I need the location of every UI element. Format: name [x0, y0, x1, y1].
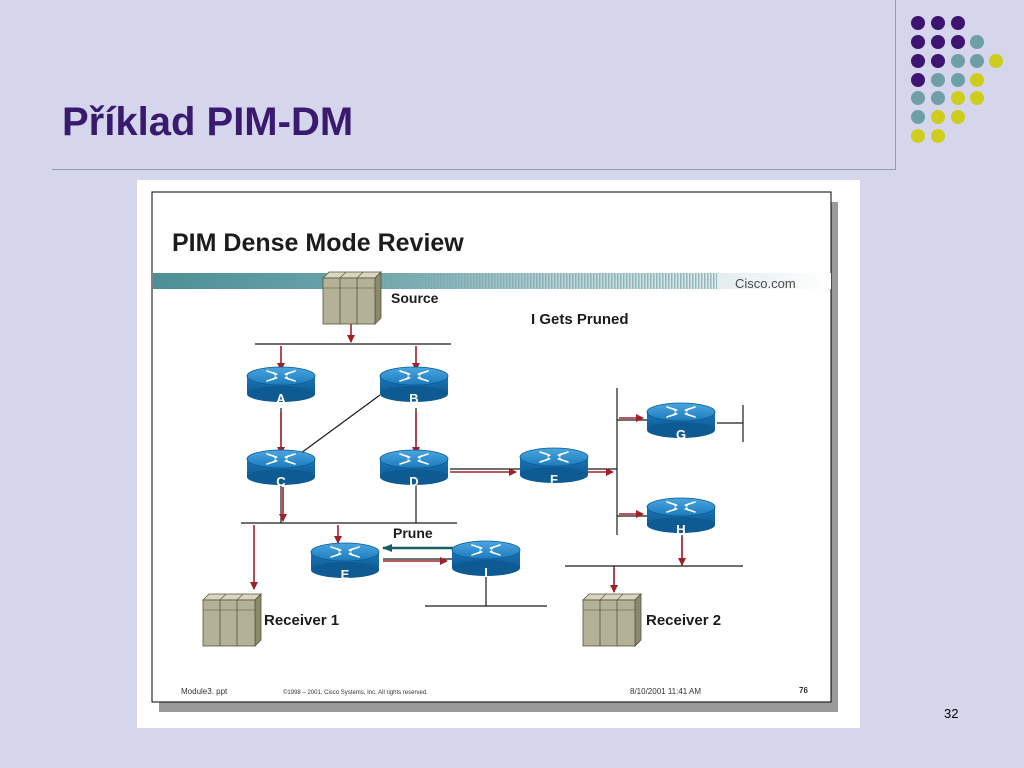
router-c-label: C	[276, 474, 286, 489]
multicast-flow-arrows	[250, 321, 686, 593]
header-band-stripes	[382, 273, 717, 289]
router-g-label: G	[676, 427, 686, 442]
page-number: 32	[944, 706, 959, 721]
router-h-label: H	[676, 522, 685, 537]
router-d-label: D	[409, 474, 418, 489]
router-h-icon: H	[646, 497, 716, 537]
dots-yellow	[911, 54, 1003, 143]
prune-label: Prune	[393, 525, 433, 541]
i-gets-pruned-annotation: I Gets Pruned	[531, 311, 629, 328]
router-e-icon: E	[310, 542, 380, 582]
corner-vertical-rule	[895, 0, 896, 170]
receiver1-label: Receiver 1	[264, 612, 339, 629]
link-b-c	[296, 394, 381, 457]
router-e-label: E	[341, 567, 350, 582]
router-f-icon: F	[519, 447, 589, 487]
router-a-icon: A	[246, 366, 316, 406]
title-underline	[52, 169, 896, 170]
router-b-label: B	[409, 391, 418, 406]
receiver2-host-icon	[582, 593, 642, 647]
dots-purple	[911, 16, 965, 87]
router-g-icon: G	[646, 402, 716, 442]
dots-teal	[911, 35, 984, 124]
diagram-canvas: PIM Dense Mode Review Cisco.com	[151, 191, 838, 712]
decorative-dot-pattern	[911, 16, 1003, 143]
source-host-icon	[322, 271, 382, 325]
figure-title: PIM Dense Mode Review	[172, 229, 464, 257]
router-b-icon: B	[379, 366, 449, 406]
figure-footer-file: Module3. ppt	[181, 687, 228, 696]
receiver2-label: Receiver 2	[646, 612, 721, 629]
figure-footer-date: 8/10/2001 11:41 AM	[630, 687, 701, 696]
router-a-label: A	[276, 391, 286, 406]
cisco-brand: Cisco.com	[735, 276, 796, 291]
slide-title: Příklad PIM-DM	[62, 100, 354, 144]
router-c-icon: C	[246, 449, 316, 489]
source-label: Source	[391, 290, 439, 306]
receiver1-host-icon	[202, 593, 262, 647]
router-i-icon: I	[451, 540, 521, 580]
figure-footer-copyright: ©1998 – 2001, Cisco Systems, Inc. All ri…	[283, 689, 428, 696]
router-f-label: F	[550, 472, 558, 487]
router-i-label: I	[484, 565, 488, 580]
router-d-icon: D	[379, 449, 449, 489]
figure-footer-page: 76	[799, 686, 808, 695]
pim-dm-diagram: PIM Dense Mode Review Cisco.com	[137, 180, 860, 728]
